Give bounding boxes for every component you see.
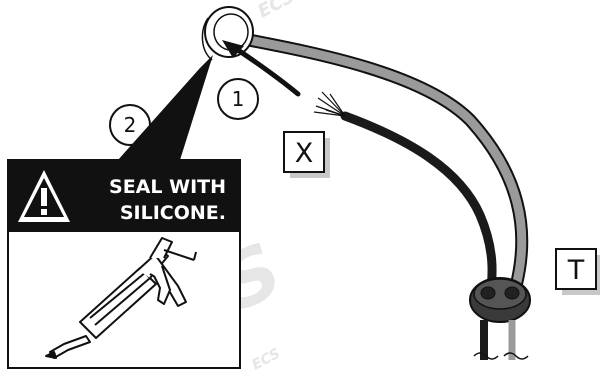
callout-1: 1 [217, 78, 259, 120]
arrow-icon [222, 40, 301, 97]
callout-2-text: 2 [124, 113, 137, 137]
entry-hole [201, 6, 254, 61]
cable-grey [221, 29, 529, 307]
label-x-text: X [295, 138, 314, 169]
watermark-top-text: ECS [254, 0, 297, 22]
warning-triangle-icon [18, 170, 70, 222]
warning-line-2: SILICONE. [120, 202, 226, 224]
grommet-icon [469, 277, 531, 360]
silicone-gun-icon [45, 237, 197, 359]
cable-black [340, 111, 497, 305]
watermark-bottom-text: ECS [249, 346, 282, 374]
callout-1-text: 1 [232, 87, 245, 111]
warning-panel: SEAL WITH SILICONE. [7, 159, 241, 369]
label-x: X [283, 131, 330, 178]
watermark-top: ECS [254, 0, 297, 22]
label-t: T [555, 248, 600, 295]
warning-line-1: SEAL WITH [109, 176, 226, 198]
frayed-wire-end [313, 91, 346, 117]
callout-2: 2 [109, 104, 151, 146]
label-t-text: T [567, 255, 585, 286]
leader-wedge [118, 55, 213, 160]
